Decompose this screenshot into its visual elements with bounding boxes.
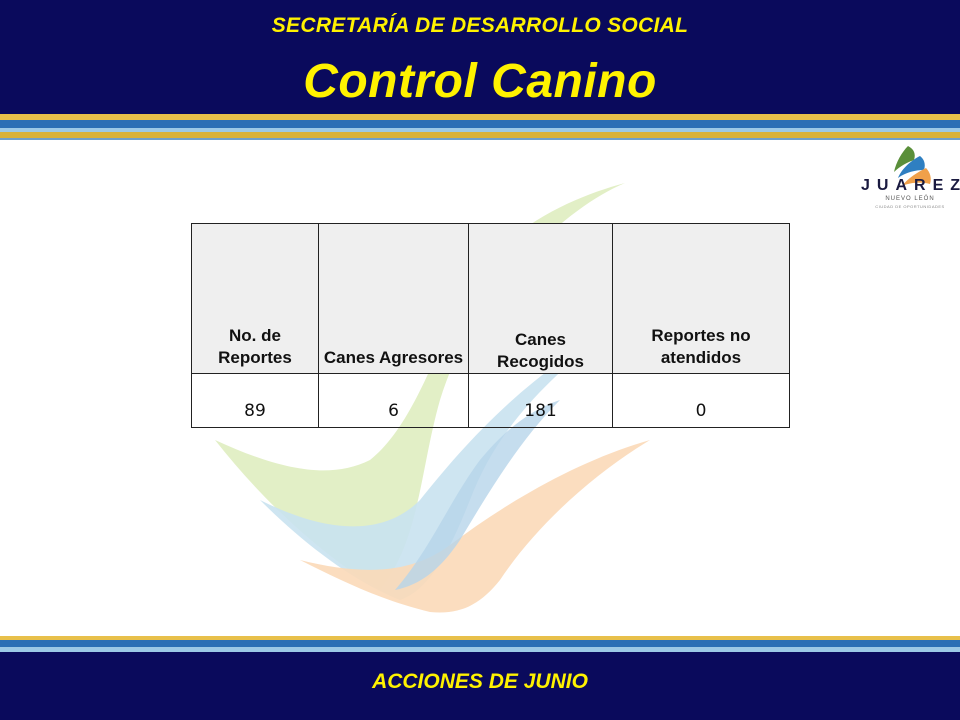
footer-stripe-gold xyxy=(0,636,960,640)
header-stripe-gold-2 xyxy=(0,132,960,138)
logo-name: JUAREZ xyxy=(861,177,960,194)
header-canes-agresores: Canes Agresores xyxy=(318,223,469,374)
header-no-de-reportes: No. de Reportes xyxy=(191,223,319,374)
footer-stripe-blue xyxy=(0,640,960,647)
header-banner xyxy=(0,0,960,114)
value-no-de-reportes: 89 xyxy=(191,373,319,428)
organization-name: SECRETARÍA DE DESARROLLO SOCIAL xyxy=(271,14,689,37)
footer-banner xyxy=(0,652,960,720)
footer-text: ACCIONES DE JUNIO xyxy=(372,670,588,693)
reports-table: No. de Reportes Canes Agresores Canes Re… xyxy=(191,223,790,428)
header-canes-recogidos: Canes Recogidos xyxy=(468,223,613,374)
footer-stripe-light xyxy=(0,647,960,652)
value-canes-recogidos: 181 xyxy=(468,373,613,428)
header-stripe-light xyxy=(0,128,960,132)
value-reportes-no-atendidos: 0 xyxy=(612,373,790,428)
header-stripe-thin xyxy=(0,138,960,140)
header-reportes-no-atendidos: Reportes no atendidos xyxy=(612,223,790,374)
juarez-logo-icon xyxy=(894,146,931,186)
table-row: 89 6 181 0 xyxy=(191,373,790,428)
value-canes-agresores: 6 xyxy=(318,373,469,428)
page-title: Control Canino xyxy=(303,55,657,108)
header-stripe-blue xyxy=(0,120,960,128)
logo-subtitle: NUEVO LEÓN xyxy=(885,196,935,202)
table-header-row: No. de Reportes Canes Agresores Canes Re… xyxy=(191,223,790,374)
logo-tagline: CIUDAD DE OPORTUNIDADES xyxy=(875,204,945,209)
header-stripe-gold xyxy=(0,114,960,120)
